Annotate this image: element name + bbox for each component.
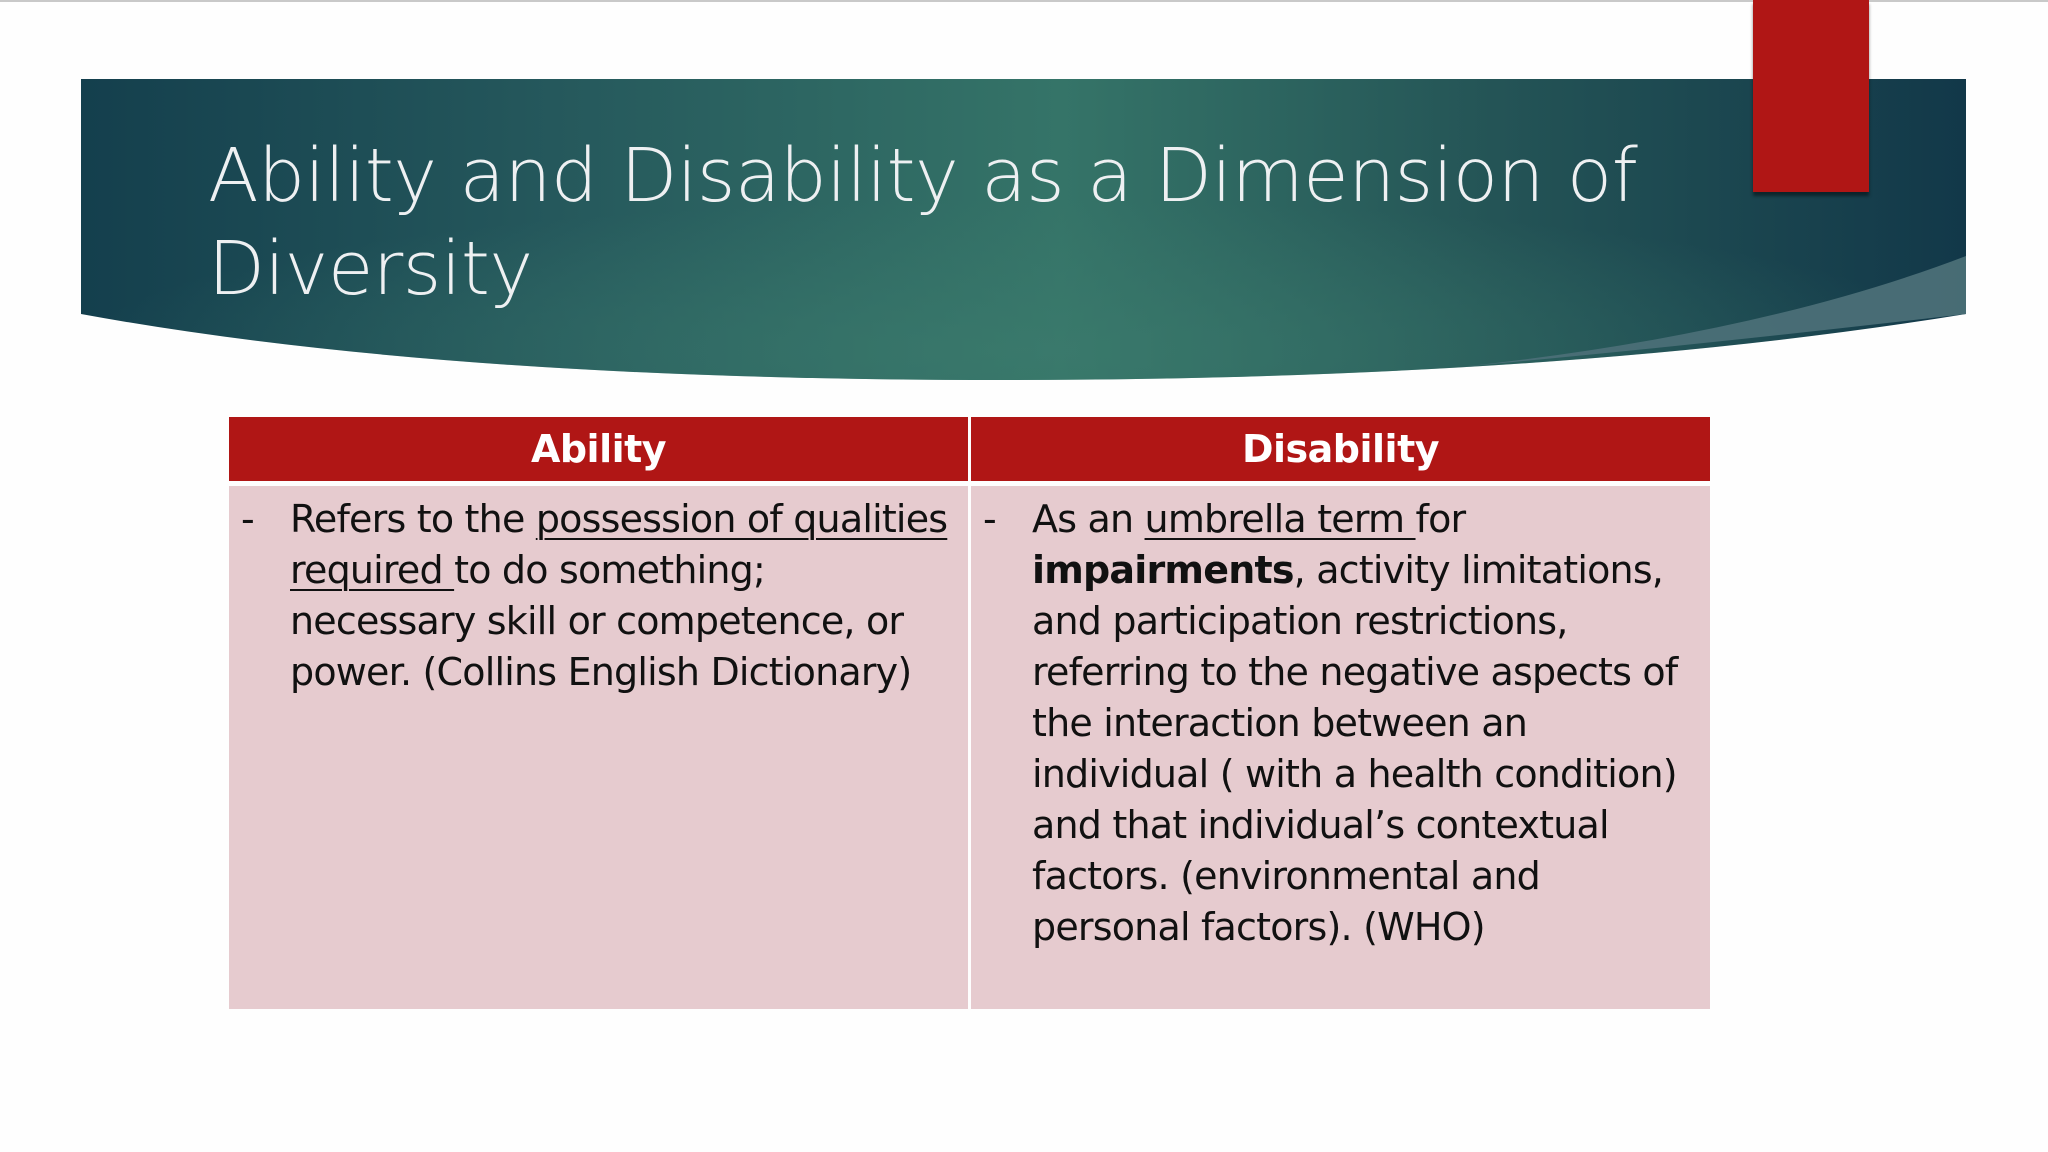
bullet-dash: - bbox=[983, 497, 997, 541]
title-line-1: Ability and Disability as a Dimension of bbox=[208, 133, 1638, 219]
title-line-2: Diversity bbox=[208, 226, 533, 312]
text-segment: for bbox=[1415, 497, 1467, 541]
bold-term: impairments bbox=[1032, 548, 1294, 592]
text-segment: , activity limitations, and participatio… bbox=[1032, 548, 1678, 949]
bullet-dash: - bbox=[241, 497, 255, 541]
disability-definition: As an umbrella term for impairments, act… bbox=[1032, 494, 1700, 953]
red-bookmark-accent bbox=[1753, 0, 1869, 192]
comparison-table: Ability Disability - Refers to the posse… bbox=[229, 417, 1710, 1009]
text-segment: Refers to the bbox=[290, 497, 536, 541]
table-header-row: Ability Disability bbox=[229, 417, 1710, 481]
cell-ability: - Refers to the possession of qualities … bbox=[229, 486, 968, 1009]
title-banner bbox=[81, 79, 1966, 380]
table-row: - Refers to the possession of qualities … bbox=[229, 486, 1710, 1009]
underlined-phrase: umbrella term bbox=[1144, 497, 1416, 541]
top-border bbox=[0, 0, 2048, 2]
header-ability: Ability bbox=[229, 417, 968, 481]
header-disability: Disability bbox=[971, 417, 1710, 481]
slide-title: Ability and Disability as a Dimension of… bbox=[208, 130, 1708, 316]
text-segment: to do something; necessary skill or comp… bbox=[290, 548, 912, 694]
cell-disability: - As an umbrella term for impairments, a… bbox=[971, 486, 1710, 1009]
ability-definition: Refers to the possession of qualities re… bbox=[290, 494, 958, 698]
text-segment: As an bbox=[1032, 497, 1145, 541]
underlined-phrase: possession of qualities required bbox=[290, 497, 948, 592]
